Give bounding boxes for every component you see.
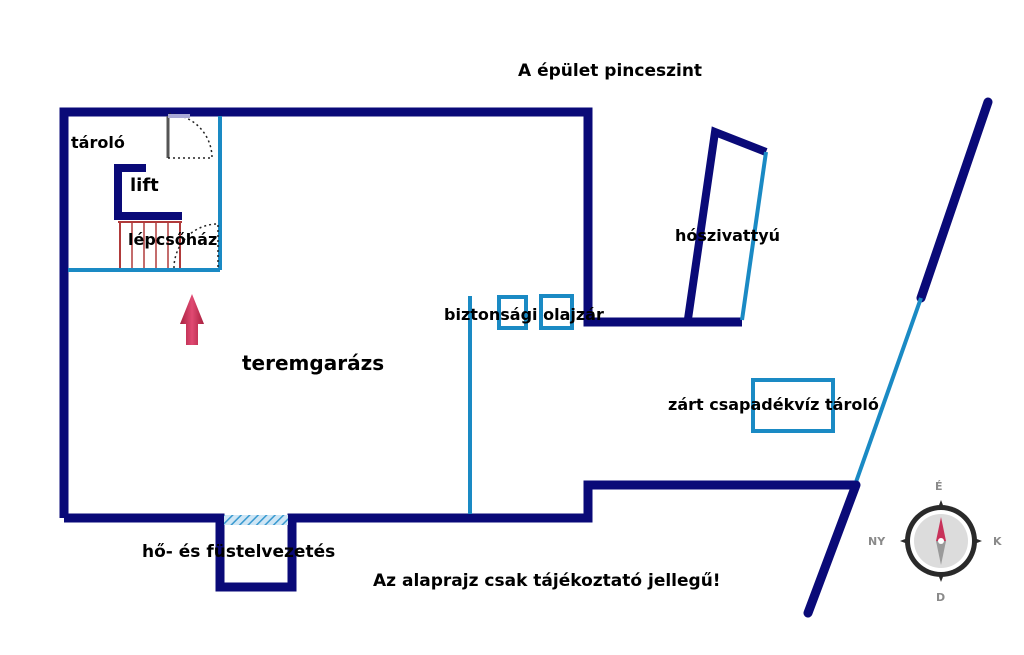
label-rainwater-tank: zárt csapadékvíz tároló [668, 395, 879, 414]
title: A épület pinceszint [518, 61, 702, 81]
oil-separator-box-1 [497, 295, 528, 330]
storage-door-swing [167, 113, 213, 159]
arrow-up-icon [180, 294, 204, 345]
compass-north: É [935, 480, 943, 493]
smoke-exhaust-opening [224, 515, 288, 525]
oil-separator-box-2 [539, 294, 574, 330]
staircase-door-swing [173, 223, 219, 269]
label-snow-pump: hószivattyú [675, 226, 780, 245]
compass-south: D [936, 591, 945, 604]
compass-east: K [993, 535, 1002, 548]
rainwater-tank-box [751, 378, 835, 433]
label-lift: lift [130, 175, 159, 196]
outer-wall [59, 107, 742, 518]
storage-door-leaf [168, 114, 190, 118]
label-smoke-exhaust: hő- és füstelvezetés [142, 542, 335, 562]
bottom-wall-left [64, 480, 856, 592]
compass-icon [900, 500, 982, 582]
diagonal-wall-lower [803, 480, 861, 618]
disclaimer: Az alaprajz csak tájékoztató jellegű! [373, 571, 721, 591]
label-staircase: lépcsőház [128, 230, 217, 249]
label-security-lock: biztonsági olajzár [444, 305, 604, 324]
label-storage: tároló [71, 133, 125, 152]
snow-pump-partition [740, 151, 768, 321]
compass-west: NY [868, 535, 886, 548]
diagonal-wall-partition [854, 297, 923, 483]
diagonal-wall-upper [916, 97, 993, 303]
lift-wall [114, 164, 182, 220]
staircase-steps [118, 221, 182, 268]
snow-pump-wall [684, 126, 768, 320]
label-garage: teremgarázs [242, 351, 384, 375]
